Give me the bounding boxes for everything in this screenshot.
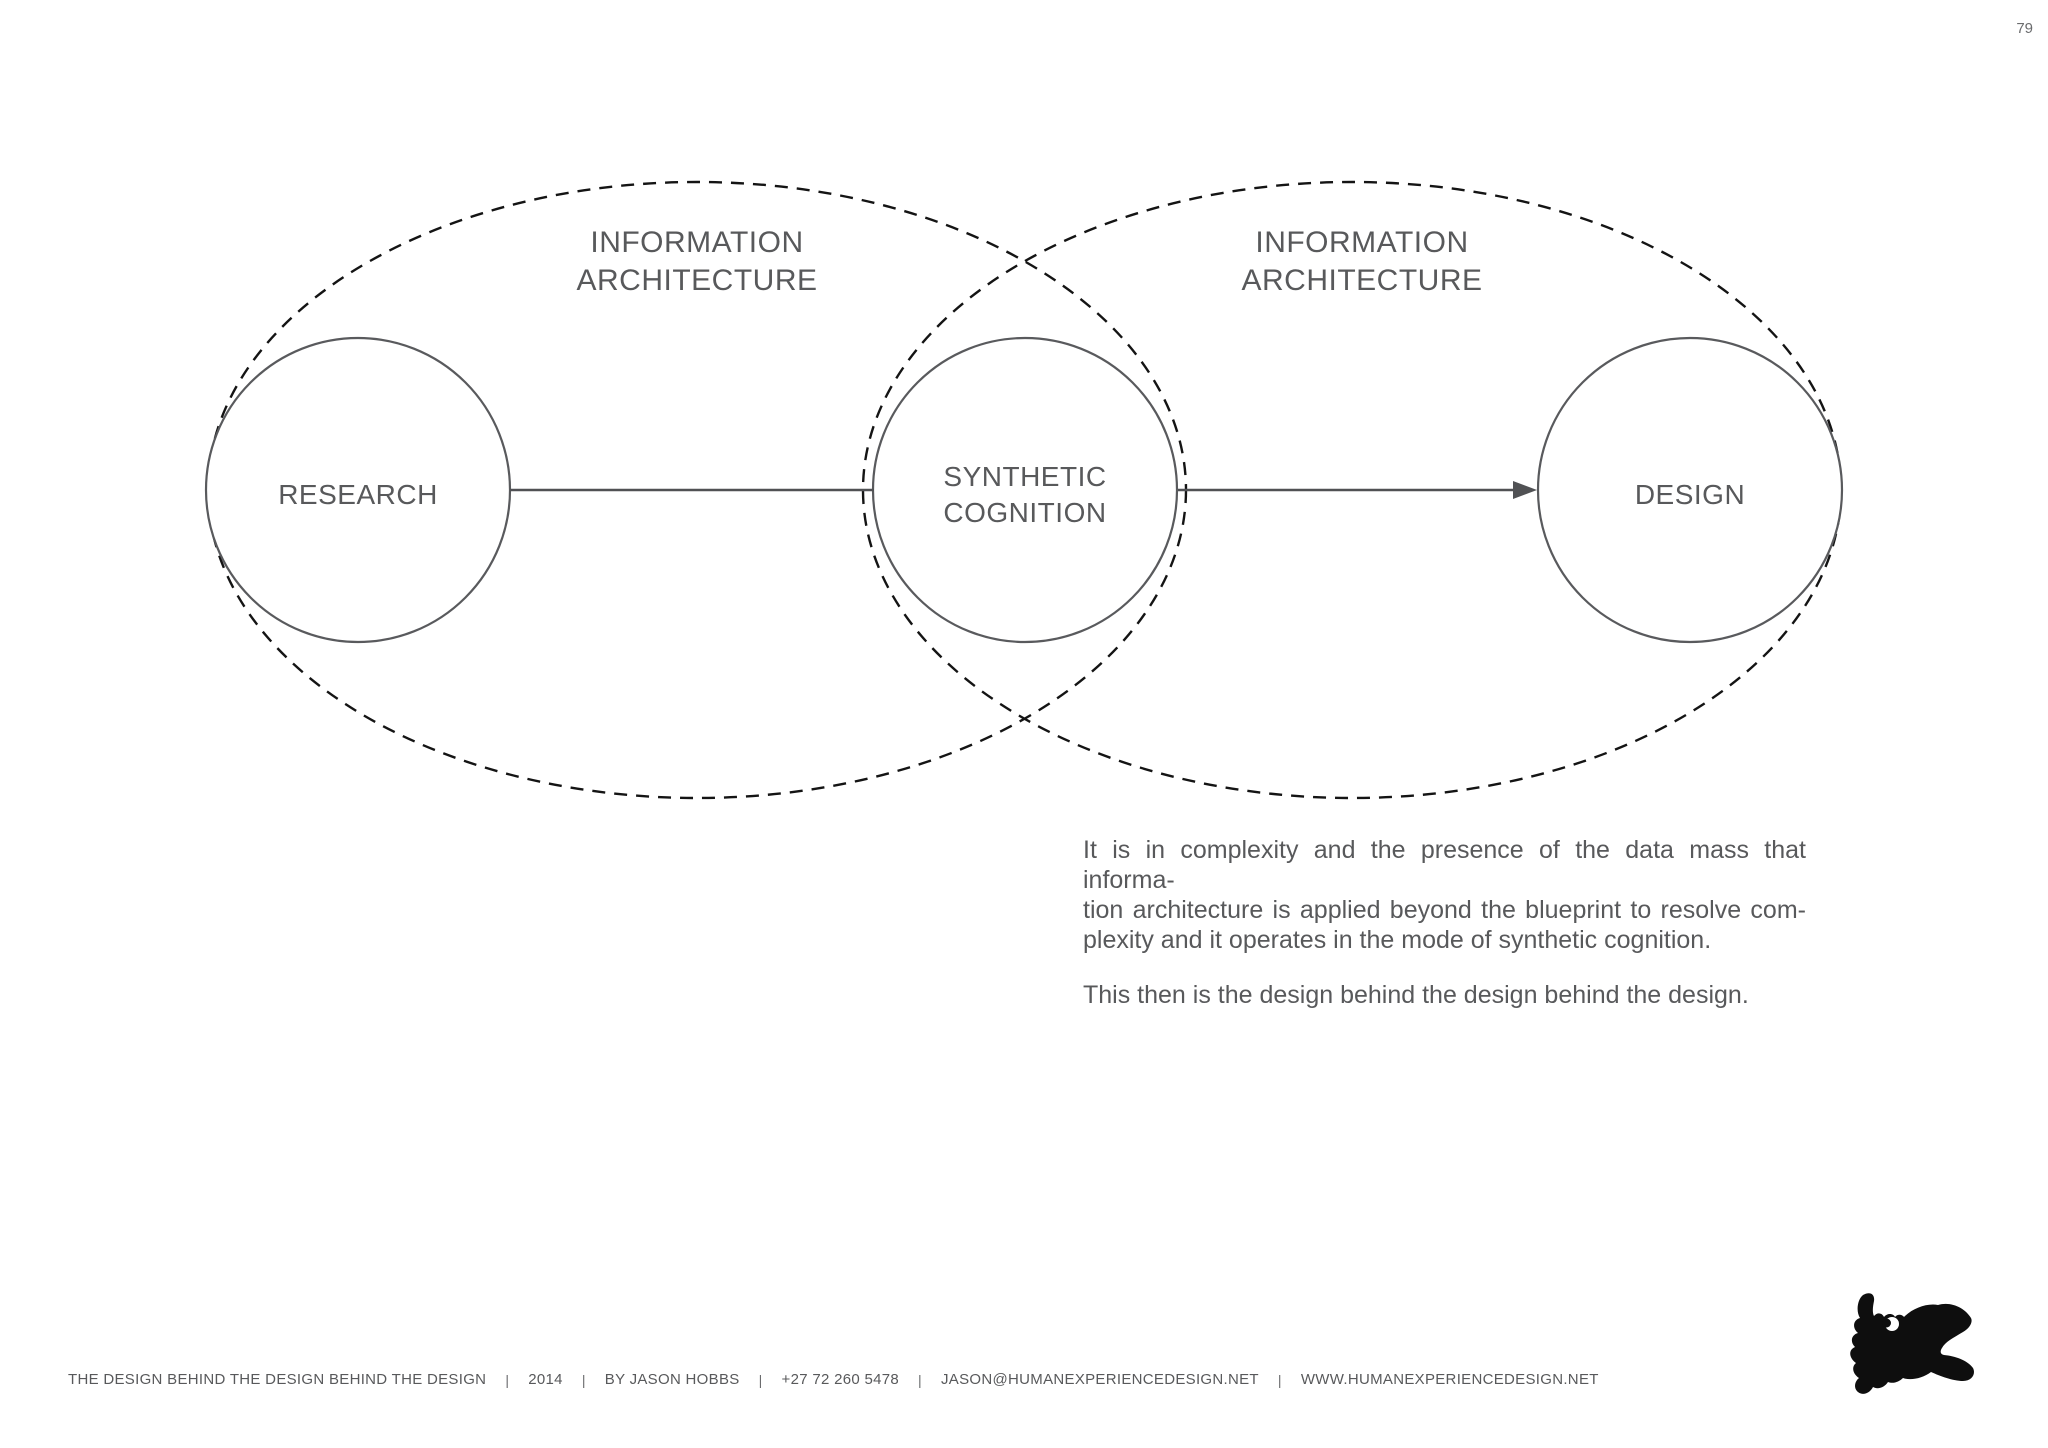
- design-circle: [1536, 336, 1844, 644]
- body-para1-line2: tion architecture is applied beyond the …: [1083, 896, 1806, 924]
- footer-separator: |: [918, 1371, 922, 1388]
- ia-label-left: INFORMATION ARCHITECTURE: [397, 224, 997, 300]
- synthetic-cognition-label-line2: COGNITION: [943, 497, 1107, 528]
- body-text: It is in complexity and the presence of …: [1083, 835, 1806, 1010]
- footer: THE DESIGN BEHIND THE DESIGN BEHIND THE …: [68, 1371, 1599, 1388]
- ia-label-left-line2: ARCHITECTURE: [576, 264, 818, 297]
- footer-separator: |: [1277, 1371, 1282, 1388]
- research-label: RESEARCH: [278, 479, 438, 510]
- design-label: DESIGN: [1634, 479, 1746, 510]
- synthetic-cognition-label: SYNTHETIC COGNITION: [825, 459, 1225, 531]
- footer-email: JASON@HUMANEXPERIENCEDESIGN.NET: [940, 1371, 1259, 1388]
- body-para1-line1: It is in complexity and the presence of …: [1083, 836, 1806, 894]
- body-para1-line3: plexity and it operates in the mode of s…: [1083, 926, 1712, 954]
- footer-separator: |: [758, 1371, 763, 1388]
- footer-separator: |: [581, 1371, 586, 1388]
- footer-author: BY JASON HOBBS: [604, 1371, 740, 1388]
- footer-title: THE DESIGN BEHIND THE DESIGN BEHIND THE …: [68, 1371, 487, 1388]
- inkblot-logo-icon: [1850, 1293, 1974, 1394]
- ia-label-right-line2: ARCHITECTURE: [1241, 264, 1483, 297]
- footer-website: WWW.HUMANEXPERIENCEDESIGN.NET: [1300, 1371, 1599, 1388]
- ia-label-right: INFORMATION ARCHITECTURE: [1062, 224, 1662, 300]
- ia-label-right-line1: INFORMATION: [1255, 226, 1469, 259]
- ia-label-left-line1: INFORMATION: [590, 226, 804, 259]
- page-number: 79: [2016, 20, 2033, 37]
- footer-phone: +27 72 260 5478: [781, 1371, 900, 1388]
- footer-year: 2014: [528, 1371, 563, 1388]
- synthetic-cognition-label-line1: SYNTHETIC: [943, 461, 1107, 492]
- arrowhead-icon: [1513, 481, 1537, 499]
- body-para2: This then is the design behind the desig…: [1083, 981, 1749, 1009]
- footer-separator: |: [505, 1371, 510, 1388]
